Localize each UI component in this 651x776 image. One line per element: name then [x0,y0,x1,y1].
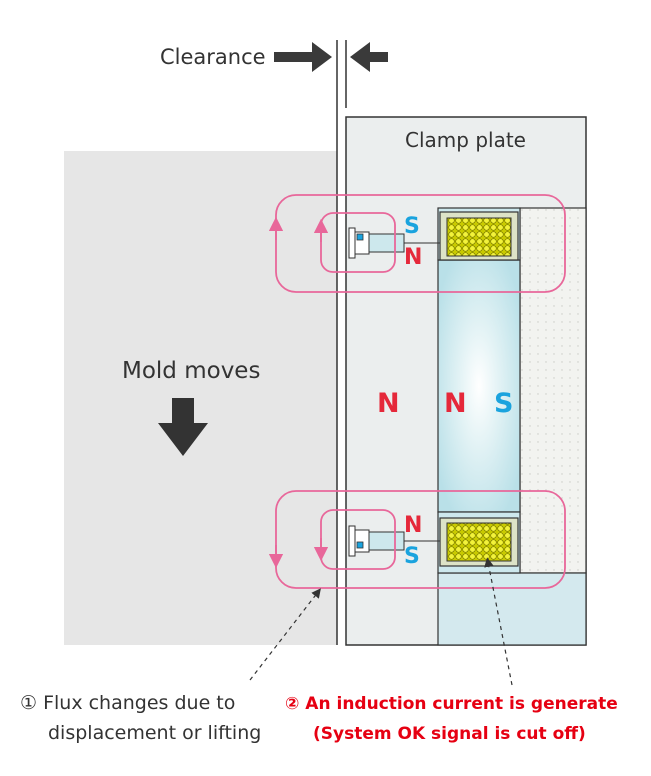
plate-lower-light-region [437,572,587,646]
note2-pointer [484,557,513,686]
bottom-coil [446,522,512,562]
bottom-flux-loop-outer [275,490,566,589]
permanent-magnet [437,259,521,513]
pole-bottom-lower: S [404,544,420,569]
mold-moves-label: Mold moves [122,358,260,384]
note1-line1: ① Flux changes due to [20,692,235,714]
pole-top-lower: N [404,245,422,270]
clearance-label: Clearance [160,45,266,69]
mold-moves-arrow-down-icon [158,398,208,456]
pole-bottom-upper: N [404,513,422,538]
top-flux-loop-inner [320,212,396,273]
top-flux-loop-outer [275,194,566,293]
note1-line2: displacement or lifting [48,722,261,744]
plate-dotted-region [519,207,587,574]
clearance-arrow-left-icon [350,42,388,72]
clearance-arrow-right-icon [274,42,332,72]
mold-block [64,151,337,645]
pole-center-right: S [494,388,513,419]
top-coil [446,217,512,257]
pole-center-mid: N [444,388,467,419]
note1-pointer [249,588,321,681]
note2-line2: (System OK signal is cut off) [313,724,586,744]
note2-line1: ② An induction current is generate [285,694,618,714]
clamp-plate-label: Clamp plate [405,128,526,152]
pole-center-left: N [377,388,400,419]
pole-top-upper: S [404,214,420,239]
